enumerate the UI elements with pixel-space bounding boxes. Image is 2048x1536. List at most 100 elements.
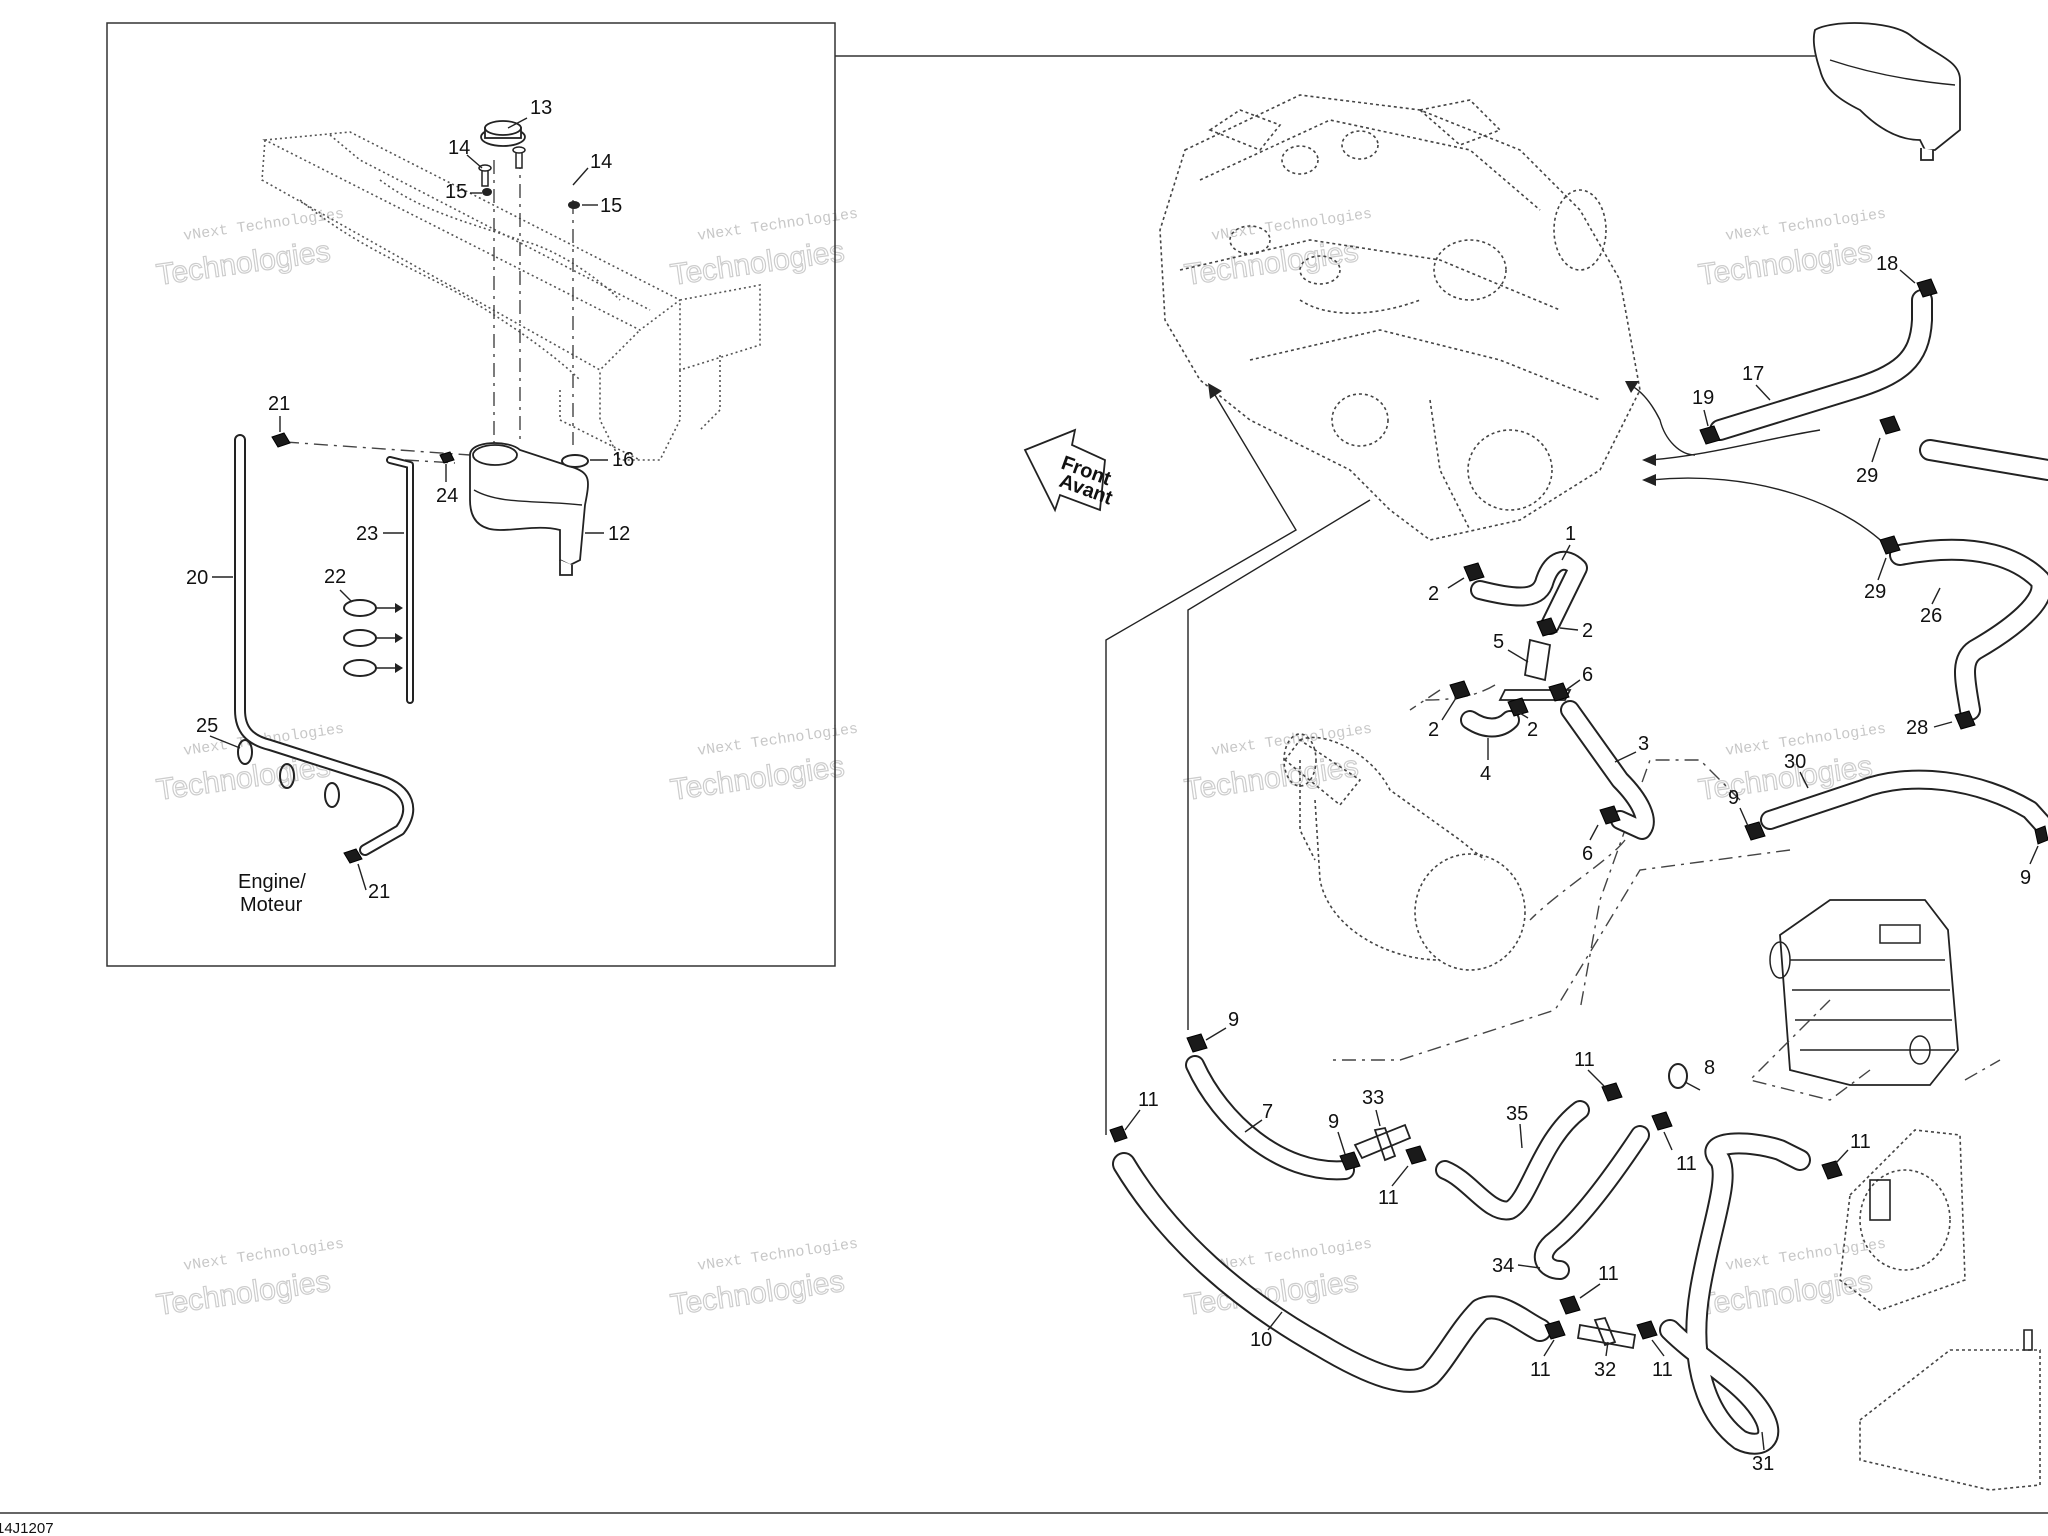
callout-29: 29 — [1864, 581, 1886, 603]
front-direction-arrow: Front Avant — [1023, 428, 1116, 513]
callout-21: 21 — [368, 881, 390, 903]
drawing-footer: 14J1207 — [0, 1512, 2048, 1536]
watermark: Technologies vNext Technologies — [1696, 206, 1887, 293]
svg-text:Technologies: Technologies — [1696, 1265, 1874, 1322]
callout-32: 32 — [1594, 1359, 1616, 1381]
hose-clamps — [237, 739, 340, 808]
callout-2: 2 — [1428, 719, 1439, 741]
callout-8: 8 — [1704, 1057, 1715, 1079]
callout-13: 13 — [530, 97, 552, 119]
callout-10: 10 — [1250, 1329, 1272, 1351]
t-fitting — [1498, 638, 1572, 701]
assembly-line — [1529, 839, 1626, 921]
engine-label: Moteur — [240, 894, 303, 916]
callout-17: 17 — [1742, 363, 1764, 385]
main-assembly: Front Avant — [1023, 22, 2048, 1491]
callout-28: 28 — [1906, 717, 1928, 739]
screw — [478, 164, 492, 187]
watermark: Technologies vNext Technologies — [668, 1236, 859, 1323]
frame-structure — [261, 131, 761, 461]
callout-20: 20 — [186, 567, 208, 589]
engine-label: Engine/ — [238, 871, 306, 893]
callout-2: 2 — [1582, 620, 1593, 642]
clip-8 — [1668, 1063, 1701, 1091]
callout-5: 5 — [1493, 631, 1504, 653]
callout-19: 19 — [1692, 387, 1714, 409]
washer — [568, 201, 580, 209]
watermark: Technologies vNext Technologies — [668, 721, 859, 808]
hose-17 — [1709, 289, 1933, 441]
hose-3 — [1560, 700, 1655, 840]
callout-9: 9 — [1728, 787, 1739, 809]
callout-9: 9 — [2020, 867, 2031, 889]
coolant-reservoir — [469, 442, 589, 576]
callout-6: 6 — [1582, 664, 1593, 686]
intercooler — [1769, 899, 1959, 1086]
svg-text:Technologies: Technologies — [668, 750, 846, 807]
callout-4: 4 — [1480, 763, 1491, 785]
callout-6: 6 — [1582, 843, 1593, 865]
callout-18: 18 — [1876, 253, 1898, 275]
assembly-line — [1579, 759, 1741, 1011]
callout-31: 31 — [1752, 1453, 1774, 1475]
callout-15: 15 — [600, 195, 622, 217]
hose-4 — [1460, 710, 1520, 738]
callout-9: 9 — [1228, 1009, 1239, 1031]
callout-14: 14 — [448, 137, 470, 159]
callout-26: 26 — [1920, 605, 1942, 627]
y-fitting — [1576, 1316, 1637, 1350]
hose-30 — [1760, 769, 2048, 840]
assembly-line — [1748, 999, 1871, 1101]
callout-23: 23 — [356, 523, 378, 545]
hose-31 — [1659, 1132, 1811, 1455]
washer — [482, 188, 492, 196]
exhaust-muffler — [1283, 733, 1526, 971]
callout-24: 24 — [436, 485, 458, 507]
callout-11: 11 — [1138, 1089, 1159, 1111]
flow-path — [1187, 499, 1371, 1030]
inset-reservoir-detail: 13 14 14 15 15 16 12 21 24 23 20 22 25 2… — [106, 22, 1815, 967]
callout-30: 30 — [1784, 751, 1806, 773]
hose-clamp — [271, 432, 291, 448]
watermark: Technologies vNext Technologies — [1182, 721, 1373, 808]
callout-16: 16 — [612, 449, 634, 471]
watermark: Technologies vNext Technologies — [154, 1236, 345, 1323]
callout-9: 9 — [1328, 1111, 1339, 1133]
vent-hose — [386, 456, 414, 704]
expansion-tank — [1812, 22, 1961, 161]
flow-path — [1105, 394, 1297, 1135]
callout-35: 35 — [1506, 1103, 1528, 1125]
callout-29: 29 — [1856, 465, 1878, 487]
svg-text:Technologies: Technologies — [668, 1265, 846, 1322]
callout-3: 3 — [1638, 733, 1649, 755]
flow-path — [1629, 384, 1696, 456]
svg-text:Technologies: Technologies — [1696, 235, 1874, 292]
watermark: Technologies vNext Technologies — [154, 206, 345, 293]
spring-clamps — [343, 599, 403, 677]
callout-11: 11 — [1530, 1359, 1551, 1381]
callout-21: 21 — [268, 393, 290, 415]
callout-2: 2 — [1428, 583, 1439, 605]
assembly-line — [1409, 689, 1441, 711]
flow-path — [1649, 477, 1901, 561]
callout-12: 12 — [608, 523, 630, 545]
inset-frame — [106, 22, 836, 967]
callout-11: 11 — [1378, 1187, 1399, 1209]
hose-34 — [1533, 1125, 1650, 1280]
rubber-grommet — [561, 454, 589, 468]
callout-11: 11 — [1652, 1359, 1673, 1381]
callout-15: 15 — [445, 181, 467, 203]
t-fitting — [1353, 1123, 1412, 1162]
callout-11: 11 — [1850, 1131, 1871, 1153]
hose-10 — [1112, 1152, 1552, 1393]
callout-11: 11 — [1574, 1049, 1595, 1071]
assembly-line — [1964, 1059, 2001, 1081]
callout-22: 22 — [324, 566, 346, 588]
hose-1 — [1470, 550, 1588, 635]
engine — [1159, 94, 1641, 541]
svg-text:Technologies: Technologies — [1182, 750, 1360, 807]
callout-11: 11 — [1598, 1263, 1619, 1285]
hose-26 — [1889, 439, 2048, 721]
watermark: Technologies vNext Technologies — [1182, 206, 1373, 293]
